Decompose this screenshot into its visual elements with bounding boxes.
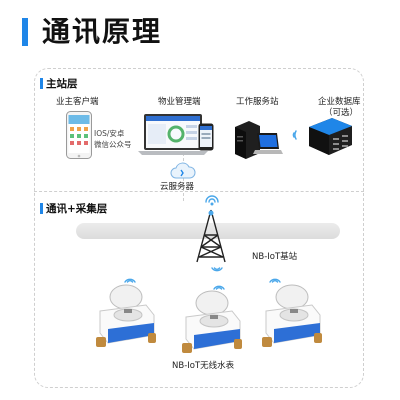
workstation-laptop-icon bbox=[253, 133, 283, 154]
wifi-icon bbox=[292, 130, 297, 140]
enterprise-db-label: 企业数据库 bbox=[318, 97, 361, 107]
diagram-frame bbox=[34, 68, 364, 388]
tower-signal-icon bbox=[205, 195, 219, 206]
owner-client-label: 业主客户端 bbox=[56, 97, 99, 107]
workstation-label: 工作服务站 bbox=[236, 97, 279, 107]
ios-android-label: IOS/安卓 bbox=[94, 129, 125, 138]
laptop-icon bbox=[138, 114, 208, 155]
water-meter-center-icon bbox=[182, 290, 242, 353]
base-station-tower-icon bbox=[196, 209, 226, 263]
base-station-label: NB-IoT基站 bbox=[252, 252, 298, 262]
downlink-signal-icon bbox=[211, 267, 223, 272]
master-layer-marker bbox=[40, 78, 43, 89]
server-icon bbox=[235, 121, 260, 159]
meter-right-signal-icon bbox=[269, 278, 281, 283]
water-meter-right-icon bbox=[262, 284, 322, 347]
layer-divider bbox=[34, 191, 364, 192]
water-meter-left-icon bbox=[96, 284, 156, 347]
meter-center-signal-icon bbox=[213, 285, 225, 290]
property-client-label: 物业管理端 bbox=[158, 97, 201, 107]
wechat-label: 微信公众号 bbox=[94, 140, 132, 149]
mobile-app-icon bbox=[198, 123, 214, 151]
water-meter-label: NB-IoT无线水表 bbox=[172, 361, 235, 371]
master-layer-label: 主站层 bbox=[46, 78, 78, 90]
cloud-icon bbox=[170, 162, 196, 179]
signal-band bbox=[76, 223, 340, 239]
page-title: 通讯原理 bbox=[42, 15, 163, 48]
cloud-server-label: 云服务器 bbox=[160, 182, 195, 192]
comm-layer-marker bbox=[40, 203, 43, 214]
enterprise-db-optional: （可选） bbox=[324, 108, 359, 118]
meter-left-signal-icon bbox=[124, 278, 136, 283]
comm-layer-label: 通讯+采集层 bbox=[46, 203, 108, 215]
database-icon bbox=[309, 118, 352, 155]
phone-icon bbox=[66, 111, 92, 159]
title-accent-bar bbox=[22, 18, 28, 46]
